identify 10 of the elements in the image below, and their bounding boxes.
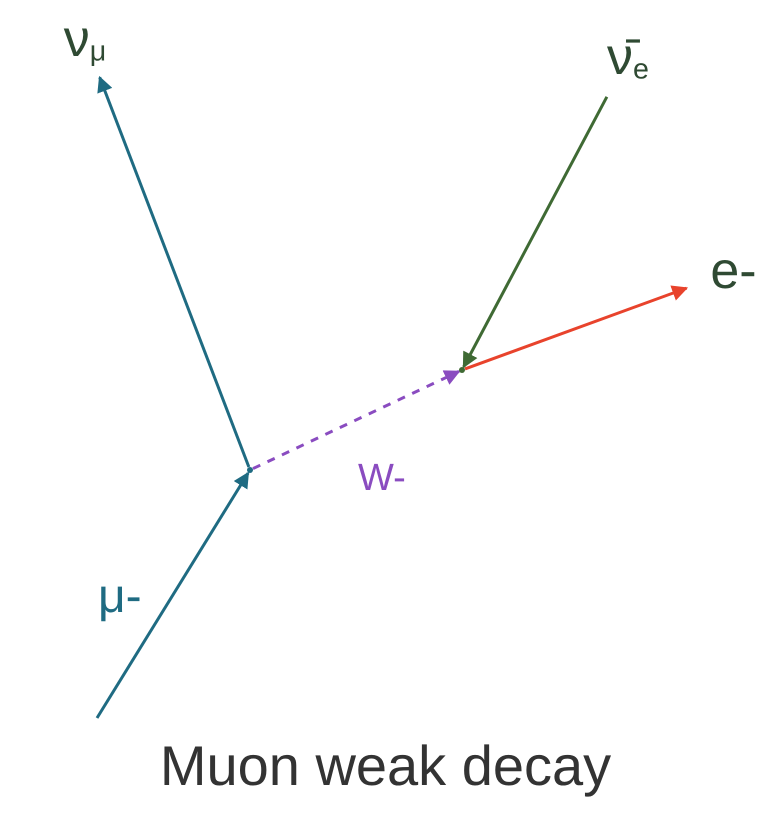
dashed-arrow bbox=[252, 370, 460, 470]
particle-label: e- bbox=[710, 245, 757, 297]
arrow bbox=[97, 76, 250, 468]
arrow bbox=[462, 96, 608, 368]
particle-label: ν$_{μ}$ bbox=[64, 12, 106, 66]
arrow bbox=[96, 472, 250, 719]
particle-label: ν̄$_{e}$ bbox=[607, 30, 649, 84]
vertex-point bbox=[247, 467, 253, 473]
vertex-point bbox=[459, 367, 465, 373]
arrow bbox=[464, 286, 688, 370]
